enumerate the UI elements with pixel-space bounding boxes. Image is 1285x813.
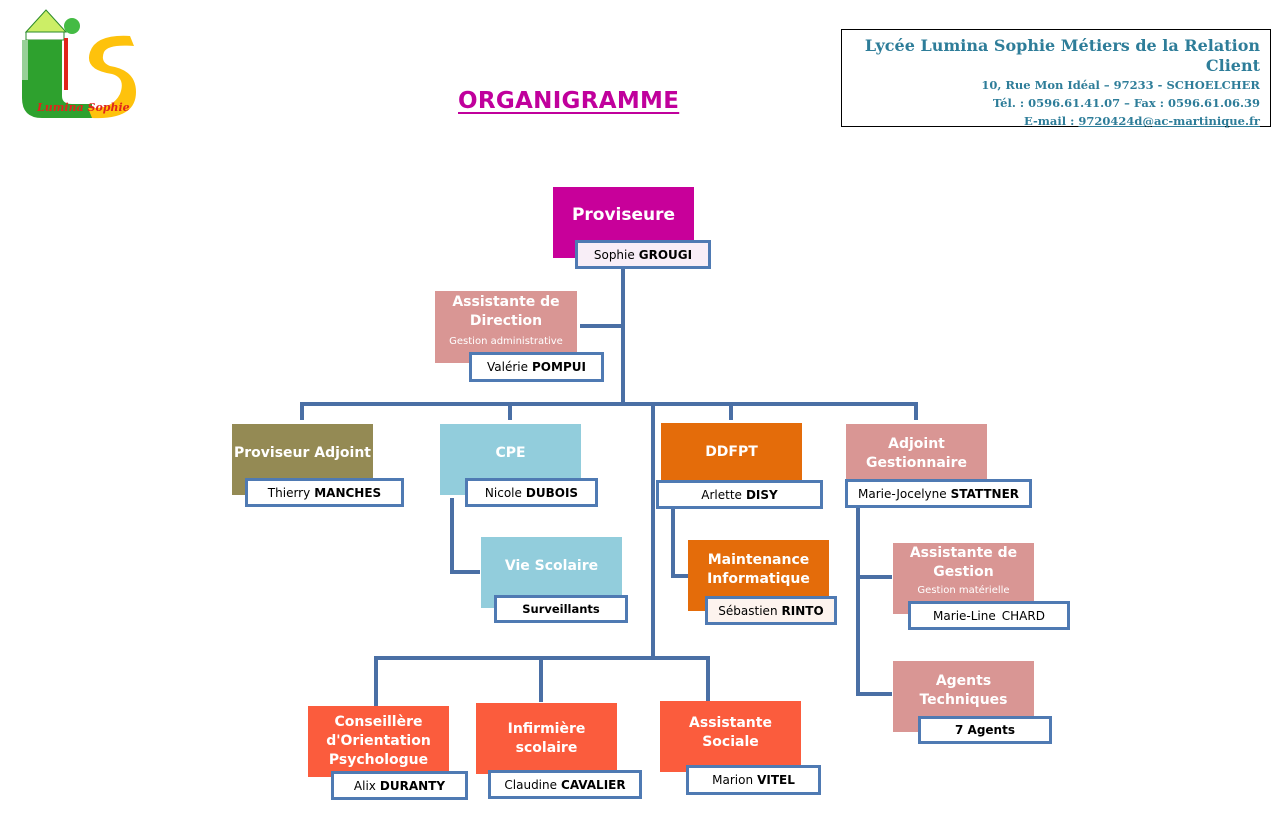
connector-cpe-vie-scolaire-h <box>450 570 480 574</box>
school-info-box: Lycée Lumina Sophie Métiers de la Relati… <box>841 29 1271 130</box>
connector-conseillere <box>374 656 378 708</box>
connector-assistante-sociale <box>706 656 710 708</box>
connector-assistante-gestion-h <box>856 575 892 579</box>
logo-text: Lumina Sophie <box>36 101 130 114</box>
connector-gestionnaire-v <box>856 506 860 696</box>
school-address: 10, Rue Mon Idéal – 97233 - SCHOELCHER <box>981 78 1260 92</box>
name-agents-techniques: 7 Agents <box>918 716 1052 744</box>
connector-adjoint-gestionnaire <box>914 402 918 420</box>
email-label: E-mail : <box>1024 114 1079 128</box>
connector-agents-h <box>856 692 892 696</box>
connector-cpe <box>508 402 512 420</box>
connector-ddfpt <box>729 402 733 420</box>
logo-graphic: Lumina Sophie <box>22 9 136 119</box>
email-link[interactable]: 9720424d@ac-martinique.fr <box>1078 114 1260 128</box>
name-vie-scolaire: Surveillants <box>494 595 628 623</box>
connector-level1-horizontal <box>300 402 918 406</box>
school-email-line: E-mail : 9720424d@ac-martinique.fr <box>842 112 1260 130</box>
school-phone: Tél. : 0596.61.41.07 – Fax : 0596.61.06.… <box>992 96 1260 110</box>
role-label: Proviseure <box>571 205 676 225</box>
node-assistante-sociale[interactable]: Assistante Sociale <box>660 701 801 772</box>
role-subtitle: Gestion matérielle <box>917 585 1010 596</box>
connector-proviseur-adjoint <box>300 402 304 420</box>
connector-assistante-direction <box>580 324 624 328</box>
node-assistante-direction[interactable]: Assistante de Direction Gestion administ… <box>435 291 577 363</box>
school-logo: Lumina Sophie <box>12 8 142 126</box>
node-infirmiere-scolaire[interactable]: Infirmière scolaire <box>476 703 617 774</box>
connector-trunk <box>621 268 625 405</box>
connector-ddfpt-maintenance-v <box>671 506 675 578</box>
connector-center-down <box>651 402 655 659</box>
page-title: ORGANIGRAMME <box>458 88 680 114</box>
connector-cpe-vie-scolaire-v <box>450 498 454 574</box>
connector-ddfpt-maintenance-h <box>671 574 689 578</box>
connector-infirmiere <box>539 656 543 702</box>
school-name: Lycée Lumina Sophie Métiers de la Relati… <box>864 36 1260 75</box>
node-conseillere-orientation[interactable]: Conseillère d'Orientation Psychologue <box>308 706 449 777</box>
role-subtitle: Gestion administrative <box>449 336 563 347</box>
